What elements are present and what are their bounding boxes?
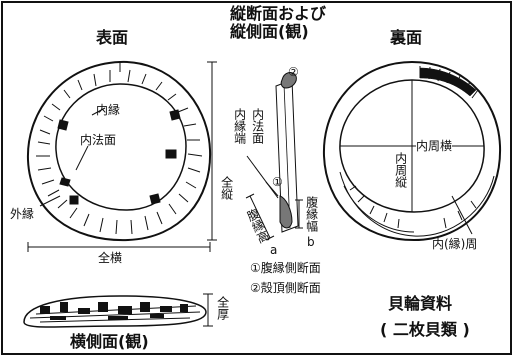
front-title: 表面 bbox=[96, 28, 129, 47]
label-a: a bbox=[270, 243, 278, 257]
back-title: 裏面 bbox=[390, 28, 423, 47]
label-inner-length: 内周縦 bbox=[393, 152, 408, 188]
resource-subtitle: ( 二枚貝類 ) bbox=[380, 320, 470, 339]
lateral-ring bbox=[23, 295, 207, 328]
label-inner-face-end: 内縁端 bbox=[232, 108, 247, 144]
section-title-line2: 縦側面(観) bbox=[230, 22, 309, 41]
lateral-title: 横側面(観) bbox=[70, 332, 149, 351]
label-inner-edge-circumference: 内(縁)周 bbox=[432, 237, 478, 251]
label-inner-face-vertical: 内法面 bbox=[250, 108, 265, 144]
front-ring bbox=[26, 60, 212, 242]
section-figure bbox=[246, 72, 299, 233]
label-inner-width: 内周横 bbox=[416, 139, 453, 153]
full-width-dimension bbox=[27, 242, 211, 252]
label-inner-edge: 内縁 bbox=[96, 103, 121, 117]
label-ventral-width: 腹縁幅 bbox=[304, 196, 319, 232]
label-b: b bbox=[307, 235, 315, 249]
label-inner-face: 内法面 bbox=[80, 133, 117, 147]
label-full-thickness: 全厚 bbox=[215, 296, 230, 320]
legend-item-1: ①腹縁側断面 bbox=[250, 261, 321, 275]
section-title-line1: 縦断面および bbox=[230, 4, 327, 23]
ventral-height-dimension bbox=[245, 193, 275, 241]
legend-item-2: ②殻頂側断面 bbox=[250, 281, 321, 295]
label-full-length: 全縦 bbox=[219, 176, 234, 200]
full-thickness-dimension bbox=[203, 293, 213, 327]
resource-title: 貝輪資料 bbox=[388, 294, 453, 313]
full-length-dimension bbox=[207, 61, 217, 241]
back-ring bbox=[322, 60, 502, 242]
label-full-width: 全横 bbox=[98, 251, 123, 265]
label-outer-edge: 外縁 bbox=[10, 207, 35, 221]
front-leaders bbox=[39, 107, 106, 207]
ventral-width-dimension bbox=[295, 199, 303, 229]
label-circle-2: ② bbox=[288, 65, 299, 79]
label-circle-1: ① bbox=[272, 175, 283, 189]
back-inner-dimensions bbox=[340, 80, 484, 235]
